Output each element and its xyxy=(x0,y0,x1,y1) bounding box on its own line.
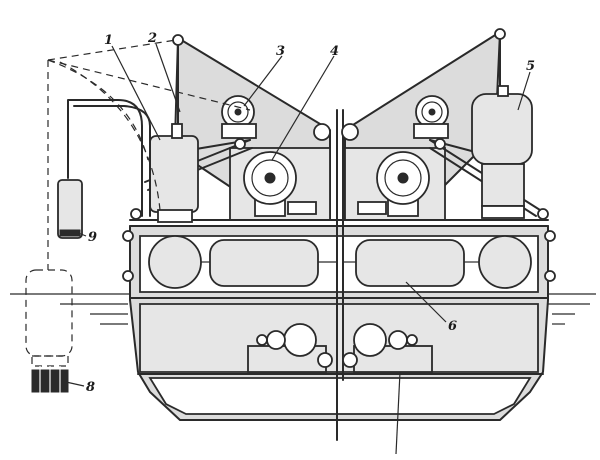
callout-8: 8 xyxy=(86,380,95,395)
callout-4: 4 xyxy=(330,44,339,59)
callout-6: 6 xyxy=(448,319,457,334)
callout-9: 9 xyxy=(88,230,97,245)
lower-gear-drives xyxy=(247,323,433,373)
lifting-arm xyxy=(57,99,151,239)
callout-1: 1 xyxy=(104,33,113,48)
upper-sheaves xyxy=(221,95,449,141)
hull-fittings xyxy=(122,208,556,282)
callout-3: 3 xyxy=(276,44,285,59)
water-surface xyxy=(10,293,596,325)
callout-5: 5 xyxy=(526,59,535,74)
right-tank xyxy=(471,85,533,219)
callout-leaders xyxy=(65,43,531,455)
callout-2: 2 xyxy=(147,31,157,46)
winch-drums xyxy=(243,151,430,217)
buoyancy-tanks xyxy=(148,235,532,289)
left-tank xyxy=(149,123,199,223)
callout-labels: 1 2 3 4 5 6 8 9 xyxy=(86,31,535,395)
bottom-device xyxy=(31,366,69,396)
